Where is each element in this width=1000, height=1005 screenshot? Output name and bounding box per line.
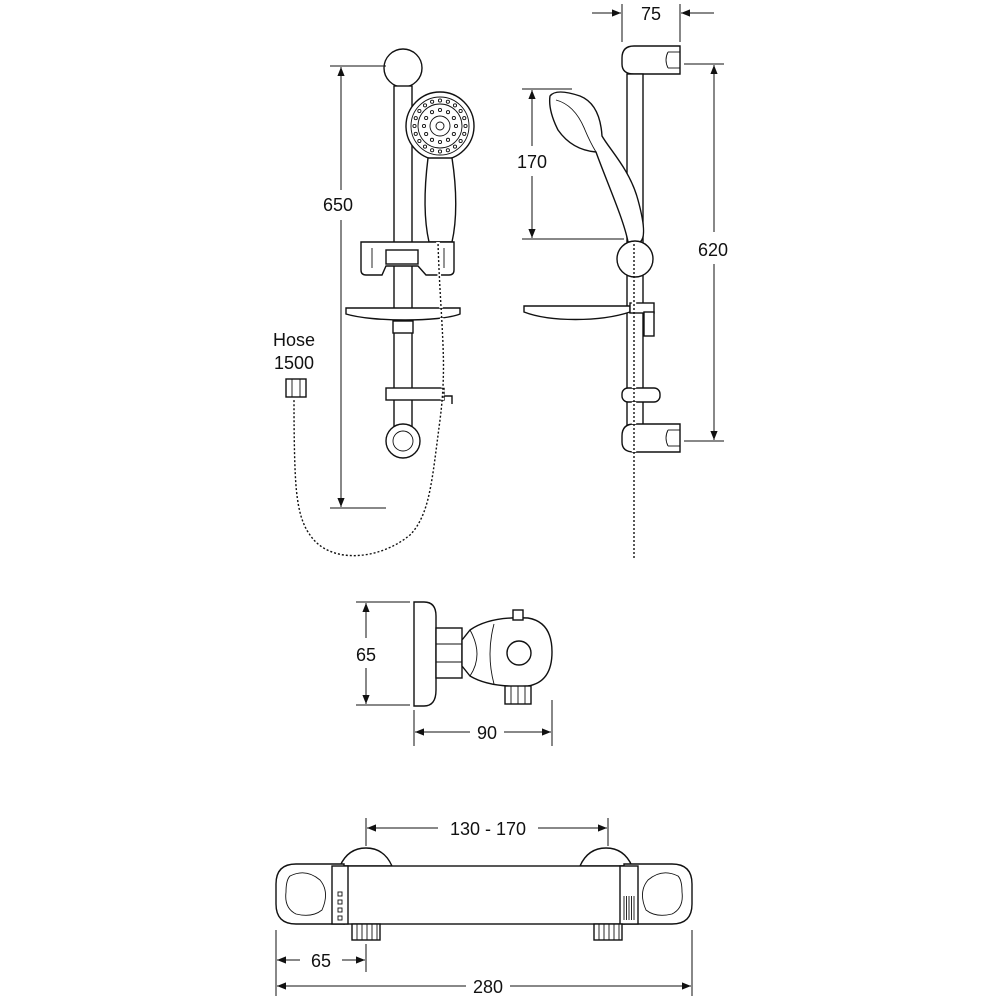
wall-plate bbox=[413, 601, 437, 707]
valve-depth-dimension bbox=[413, 700, 553, 746]
valve-height-dimension bbox=[356, 601, 410, 706]
soap-dish-side bbox=[523, 305, 631, 321]
riser-rail-front-view: 650 Hose 1500 bbox=[273, 48, 475, 558]
left-collar bbox=[331, 865, 349, 925]
right-flange bbox=[578, 847, 634, 867]
left-end-cap bbox=[275, 863, 345, 925]
valve-depth-label: 90 bbox=[477, 723, 497, 743]
inlet-centres-dimension bbox=[365, 818, 609, 846]
shower-head-front bbox=[405, 91, 475, 161]
bracket-spacing-dimension bbox=[684, 63, 724, 442]
union-nut bbox=[435, 627, 463, 679]
hose-length-label: 1500 bbox=[274, 353, 314, 373]
bracket-spacing-label: 620 bbox=[698, 240, 728, 260]
riser-rail-side-view: 75 170 620 bbox=[517, 4, 728, 560]
lower-slider-side bbox=[621, 387, 661, 403]
top-stud bbox=[512, 609, 524, 621]
hose bbox=[285, 241, 446, 558]
bottom-wall-bracket bbox=[621, 423, 681, 453]
handset-length-label: 170 bbox=[517, 152, 547, 172]
inlet-offset-dimension bbox=[275, 930, 367, 996]
handset-side bbox=[548, 91, 645, 243]
valve-side-view: 65 90 bbox=[356, 601, 553, 746]
hose-nut bbox=[285, 378, 307, 398]
valve-body-front bbox=[343, 865, 625, 925]
control-knob-side bbox=[506, 640, 532, 666]
inlet-offset-label: 65 bbox=[311, 951, 331, 971]
right-end-cap bbox=[623, 863, 693, 925]
right-inlet bbox=[593, 923, 623, 941]
rail-bottom-cap bbox=[385, 423, 421, 459]
lower-bracket bbox=[385, 387, 453, 404]
left-inlet bbox=[351, 923, 381, 941]
slide-bracket bbox=[360, 241, 455, 276]
rail-height-dimension bbox=[330, 65, 386, 509]
top-wall-bracket bbox=[621, 45, 681, 75]
handset-length-dimension bbox=[522, 88, 624, 240]
bracket-projection-dimension bbox=[592, 4, 714, 42]
right-collar bbox=[619, 865, 639, 925]
rail-top-cap bbox=[383, 48, 423, 88]
hose-word-label: Hose bbox=[273, 330, 315, 350]
valve-front-view: 130 - 170 65 280 bbox=[275, 818, 693, 997]
inlet-centres-label: 130 - 170 bbox=[450, 819, 526, 839]
valve-height-label: 65 bbox=[356, 645, 376, 665]
left-flange bbox=[338, 847, 394, 867]
rail-height-label: 650 bbox=[323, 195, 353, 215]
valve-width-dimension bbox=[277, 930, 693, 996]
bracket-projection-label: 75 bbox=[641, 4, 661, 24]
valve-width-label: 280 bbox=[473, 977, 503, 997]
shower-handle bbox=[424, 157, 457, 243]
soap-dish-front bbox=[345, 307, 461, 334]
